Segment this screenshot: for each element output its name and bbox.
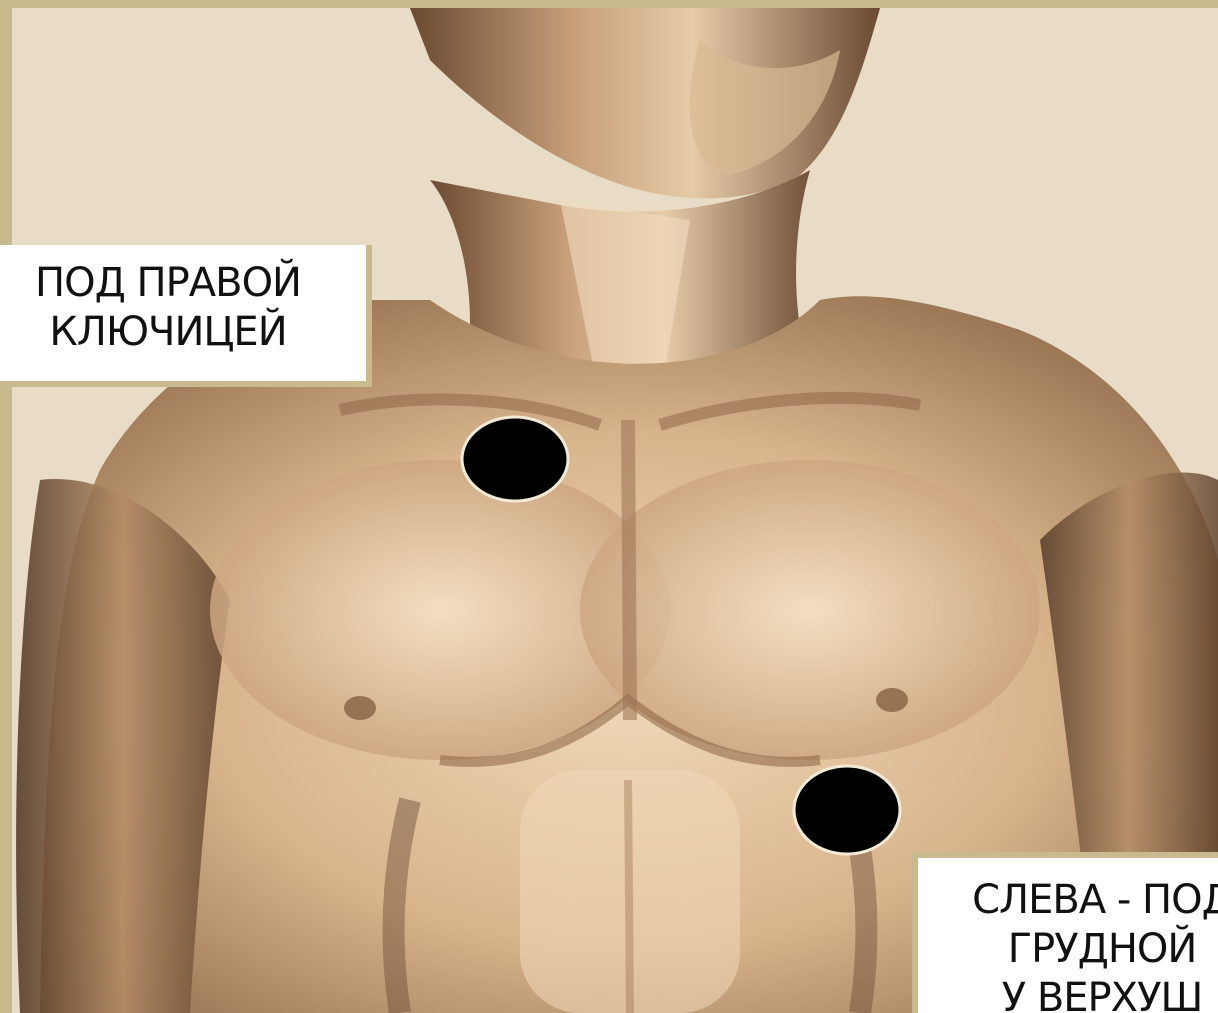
label-line: ПОД ПРАВОЙ <box>0 259 336 308</box>
label-line: ГРУДНОЙ <box>932 925 1218 974</box>
label-left-apex: СЛЕВА - ПОД ГРУДНОЙ У ВЕРХУШ <box>912 852 1218 1013</box>
electrode-marker-left-apex <box>794 766 900 854</box>
label-line: СЛЕВА - ПОД <box>932 876 1218 925</box>
electrode-marker-right-subclavian <box>462 417 568 501</box>
label-right-subclavian: ПОД ПРАВОЙ КЛЮЧИЦЕЙ <box>0 245 372 387</box>
label-line: КЛЮЧИЦЕЙ <box>0 308 336 357</box>
label-line: У ВЕРХУШ <box>932 974 1218 1013</box>
